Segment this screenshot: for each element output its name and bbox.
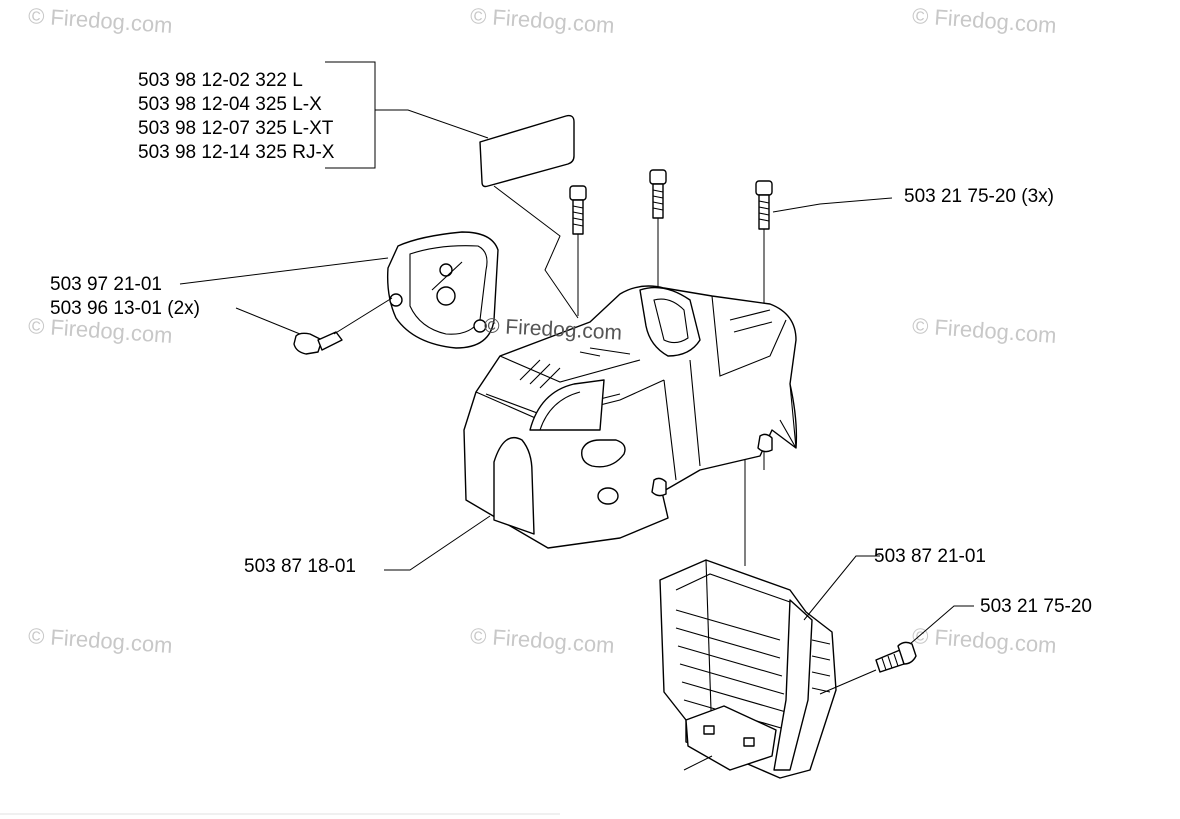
- label-screw-top: 503 21 75-20 (3x): [904, 186, 1054, 207]
- screw-right: [875, 641, 917, 673]
- kit-leader: [375, 109, 489, 139]
- label-kit-1: 503 98 12-02 322 L: [138, 70, 303, 91]
- left-cover: [386, 231, 499, 349]
- label-left-cover: 503 97 21-01: [50, 274, 162, 295]
- cylinder-cover: [463, 285, 798, 549]
- screw-top-1: [569, 185, 587, 316]
- screw-left-leader-b: [333, 297, 393, 335]
- screw-right-leader-b: [819, 669, 877, 695]
- label-kit-3: 503 98 12-07 325 L-XT: [138, 118, 334, 139]
- left-cover-leader: [179, 257, 389, 285]
- screw-left: [293, 331, 343, 355]
- label-screw-right: 503 21 75-20: [980, 596, 1092, 617]
- label-kit-2: 503 98 12-04 325 L-X: [138, 94, 322, 115]
- screw-top-leader: [772, 197, 893, 213]
- decal-plate: [479, 114, 579, 319]
- label-kit-4: 503 98 12-14 325 RJ-X: [138, 142, 335, 163]
- screw-right-leader-a: [909, 605, 974, 645]
- rear-cover-bottom-leader: [683, 755, 713, 771]
- label-cylinder-cover: 503 87 18-01: [244, 556, 356, 577]
- label-screw-left: 503 96 13-01 (2x): [50, 298, 200, 319]
- cylinder-cover-leader: [384, 515, 491, 571]
- screw-left-leader-a: [235, 307, 301, 335]
- kit-bracket: [325, 61, 376, 169]
- rear-cover-leader: [803, 555, 880, 621]
- label-rear-cover: 503 87 21-01: [874, 546, 986, 567]
- rear-cover: [659, 559, 837, 779]
